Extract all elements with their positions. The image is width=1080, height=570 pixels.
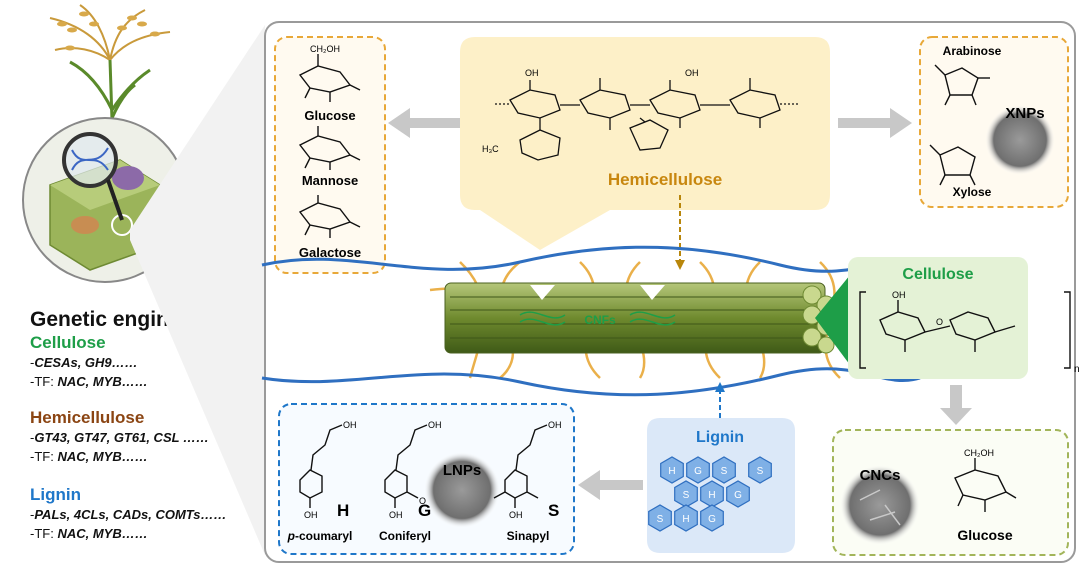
p-coumaryl-name-rest: -coumaryl (295, 529, 352, 543)
left-panel: Genetic engineering Cellulose -CESAs, GH… (0, 0, 270, 570)
hemicellulose-bubble (460, 37, 830, 250)
xylose-label: Xylose (953, 185, 992, 199)
cellulose-fiber-bundle (444, 282, 826, 354)
arabinose-structure (934, 64, 990, 106)
lignin-unit-hex (726, 480, 750, 508)
monolignol-letter: S (548, 501, 559, 520)
hemi-label-oh: OH (525, 68, 539, 78)
arrow-to-monolignols (578, 470, 643, 500)
zoom-projection (130, 25, 265, 555)
lignin-unit-label: G (708, 514, 716, 525)
cnf-strands (519, 311, 676, 326)
cel-label-oh: OH (892, 290, 906, 300)
xylose-structure (929, 144, 976, 186)
lignin-hex-network: H G S S H G S H G S (648, 456, 772, 532)
lnps-particle-image (424, 452, 500, 528)
monolignol-letter: G (418, 501, 431, 520)
hemi-label-ch3: H₃C (482, 144, 499, 154)
arrow-to-cncs (940, 385, 972, 425)
fiber-zoom-wedge (815, 275, 850, 365)
p-coumaryl-structure (299, 424, 343, 508)
hemicellulose-label: Hemicellulose (608, 170, 722, 189)
coniferyl-oh-bottom: OH (389, 510, 403, 520)
cnf-arrow-right (640, 285, 665, 300)
lignin-unit-hex (674, 480, 698, 508)
gene-line: -TF: NAC, MYB…… (30, 449, 148, 464)
lnps-label: LNPs (443, 462, 481, 479)
xnps-particle-image (985, 105, 1055, 175)
xnps-label: XNPs (1005, 105, 1044, 122)
cncs-glucose-label: Glucose (957, 527, 1012, 543)
monolignol-name: Sinapyl (507, 529, 550, 543)
cellulose-repeat-n: n (1074, 364, 1080, 375)
lignin-unit-hex (686, 456, 710, 484)
gene-group-title: Hemicellulose (30, 408, 145, 427)
dna-icon (71, 147, 109, 171)
gene-line: -TF: NAC, MYB…… (30, 374, 148, 389)
monolignol-name: Coniferyl (379, 529, 431, 543)
rice-leaves-icon (69, 59, 151, 121)
hexose-name: Galactose (299, 245, 361, 260)
lignin-unit-hex (748, 456, 772, 484)
lignin-label: Lignin (696, 429, 744, 446)
lignin-unit-hex (700, 504, 724, 532)
lignin-unit-label: S (757, 466, 764, 477)
lignin-unit-label: S (721, 466, 728, 477)
lignin-unit-label: G (694, 466, 702, 477)
coniferyl-o: O (419, 496, 426, 506)
mannose-structure (298, 126, 361, 170)
lignin-unit-label: G (734, 490, 742, 501)
gene-group-lignin: Lignin -PALs, 4CLs, CADs, COMTs…… -TF: N… (30, 485, 226, 543)
glc-label-ch2oh: CH₂OH (964, 448, 994, 458)
hex-label-ch2oh: CH₂OH (310, 44, 340, 54)
gene-line: -CESAs, GH9…… (30, 355, 138, 370)
sinapyl-structure (493, 424, 548, 508)
arabinose-label: Arabinose (943, 44, 1002, 58)
galactose-structure (298, 195, 361, 238)
gene-line: -TF: NAC, MYB…… (30, 526, 148, 541)
hexose-box (274, 36, 386, 274)
lignin-unit-hex (700, 480, 724, 508)
monolignol-name: p-coumaryl (287, 529, 353, 543)
lignin-unit-hex (648, 504, 672, 532)
glucose-structure (298, 54, 361, 102)
arrow-to-pentoses (838, 108, 912, 138)
gene-group-title: Cellulose (30, 333, 106, 352)
sinapyl-oh-bottom: OH (509, 510, 523, 520)
glucose-product-structure (954, 458, 1017, 512)
cel-label-o: O (936, 317, 943, 327)
cnfs-label: CNFs (584, 313, 616, 327)
lignin-unit-label: H (682, 514, 689, 525)
cellulose-structure (859, 291, 1071, 369)
lignin-unit-hex (674, 504, 698, 532)
cellulose-box (848, 257, 1028, 379)
hemicellulose-structure (495, 78, 800, 161)
lignin-unit-label: H (668, 466, 675, 477)
p-coumaryl-oh: OH (343, 420, 357, 430)
gene-line: -GT43, GT47, GT61, CSL …… (30, 430, 209, 445)
gene-line: -PALs, 4CLs, CADs, COMTs…… (30, 507, 227, 522)
lignin-unit-hex (660, 456, 684, 484)
p-coumaryl-oh-bottom: OH (304, 510, 318, 520)
hexose-name: Glucose (304, 108, 355, 123)
lignin-unit-label: S (683, 490, 690, 501)
lignin-unit-label: H (708, 490, 715, 501)
lignin-unit-label: S (657, 514, 664, 525)
gene-group-hemicellulose: Hemicellulose -GT43, GT47, GT61, CSL …… … (30, 408, 209, 466)
coniferyl-oh: OH (428, 420, 442, 430)
coniferyl-structure (384, 424, 428, 508)
gene-group-cellulose: Cellulose -CESAs, GH9…… -TF: NAC, MYB…… (30, 333, 148, 391)
gene-group-title: Lignin (30, 485, 81, 504)
hexose-name: Mannose (302, 173, 358, 188)
hemi-label-oh: OH (685, 68, 699, 78)
nucleus-icon (112, 166, 144, 190)
sinapyl-oh: OH (548, 420, 562, 430)
arrow-to-hexoses (388, 108, 460, 138)
lignin-unit-hex (712, 456, 736, 484)
monolignol-letter: H (337, 501, 349, 520)
cellulose-label: Cellulose (902, 266, 973, 283)
cnf-arrow-left (530, 285, 555, 300)
cncs-label: CNCs (860, 467, 901, 484)
